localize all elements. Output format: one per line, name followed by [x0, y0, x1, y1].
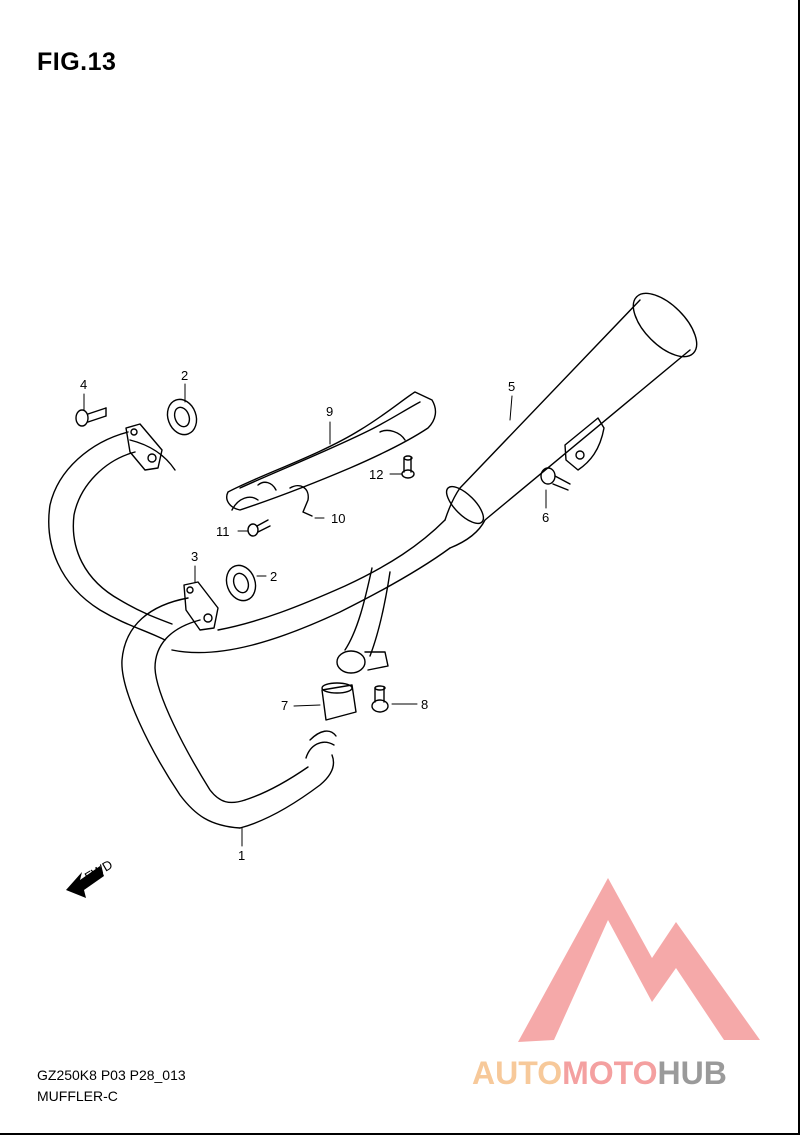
rear-exhaust-pipe: [48, 431, 173, 641]
watermark-auto: AUTO: [472, 1055, 563, 1091]
callout-11: 11: [216, 524, 230, 539]
heat-shield: [226, 391, 437, 517]
callout-12: 12: [369, 467, 383, 482]
figure-title: FIG.13: [37, 48, 117, 76]
connector-pipe: [305, 567, 391, 759]
callout-3: 3: [191, 549, 198, 564]
diagram-code: GZ250K8 P03 P28_013: [37, 1067, 186, 1083]
fwd-arrow-icon: FWD: [66, 857, 115, 898]
callout-7: 7: [281, 698, 288, 713]
fwd-label: FWD: [82, 857, 115, 885]
bolt-8: [371, 685, 389, 713]
callout-8: 8: [421, 697, 428, 712]
callout-4: 4: [80, 377, 87, 392]
callout-9: 9: [326, 404, 333, 419]
callout-5: 5: [508, 379, 515, 394]
bolt-4: [75, 407, 107, 427]
bolt-12: [401, 455, 415, 479]
watermark-hub: HUB: [657, 1055, 727, 1091]
diagram-name: MUFFLER-C: [37, 1088, 118, 1104]
bolt-6: [540, 467, 571, 491]
callout-1: 1: [238, 848, 245, 863]
muffler: [444, 292, 698, 549]
flange-3: [183, 581, 219, 631]
gasket-top-2: [166, 398, 198, 436]
callout-2-top: 2: [181, 368, 188, 383]
bolt-11: [247, 519, 271, 537]
callout-2-mid: 2: [270, 569, 277, 584]
leader-lines: [83, 383, 547, 847]
sleeve-7: [321, 682, 357, 721]
gasket-mid-2: [225, 564, 257, 602]
callout-10: 10: [331, 511, 345, 526]
front-exhaust-pipe: [121, 439, 451, 829]
watermark-wordmark: AUTOMOTOHUB: [472, 1055, 727, 1092]
watermark-moto: MOTO: [562, 1055, 658, 1091]
watermark-logo-icon: [518, 878, 760, 1042]
callout-6: 6: [542, 510, 549, 525]
flange-top: [125, 423, 163, 471]
